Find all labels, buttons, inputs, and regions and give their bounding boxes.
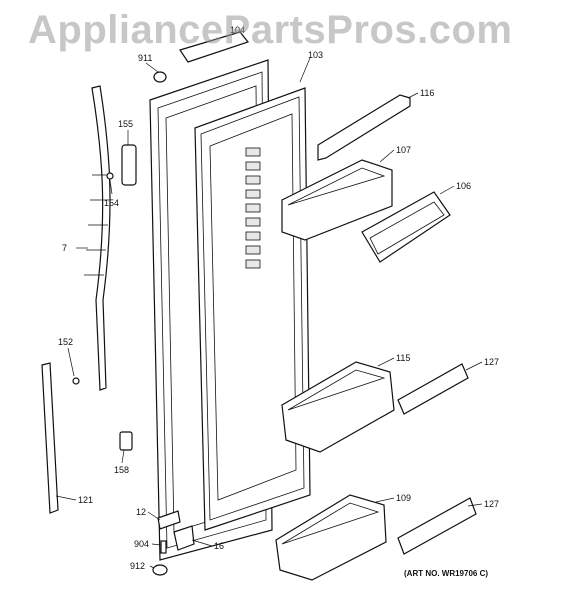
callout-127-lower: 127 bbox=[484, 499, 499, 509]
callout-155: 155 bbox=[118, 119, 133, 129]
callout-16: 16 bbox=[214, 541, 224, 551]
hinge-cover bbox=[173, 525, 195, 551]
callout-7: 7 bbox=[62, 243, 67, 253]
callout-12: 12 bbox=[136, 507, 146, 517]
upper-bin-trim bbox=[317, 94, 411, 161]
door-bin-lower bbox=[275, 494, 387, 581]
callout-109: 109 bbox=[396, 493, 411, 503]
door-gasket bbox=[194, 87, 311, 531]
callout-116: 116 bbox=[420, 88, 434, 98]
hinge-screw bbox=[160, 540, 167, 554]
callout-labels: 7 911 104 103 116 107 106 155 154 152 11… bbox=[58, 25, 499, 578]
top-plug bbox=[153, 71, 167, 83]
callout-106: 106 bbox=[456, 181, 471, 191]
callout-911: 911 bbox=[138, 53, 152, 63]
door-handle bbox=[84, 85, 112, 391]
handle-lower-screw bbox=[72, 377, 80, 385]
callout-103: 103 bbox=[308, 50, 323, 60]
bottom-clip bbox=[119, 431, 133, 451]
bin-front-lower bbox=[397, 497, 477, 555]
callout-107: 107 bbox=[396, 145, 411, 155]
callout-154: 154 bbox=[104, 198, 119, 208]
leader-lines bbox=[55, 57, 483, 569]
handle-trim bbox=[41, 362, 59, 514]
site-watermark: AppliancePartsPros.com bbox=[28, 8, 513, 52]
top-cover bbox=[179, 31, 250, 63]
dairy-door bbox=[361, 191, 451, 263]
handle-mount bbox=[121, 144, 137, 186]
hinge-bushing bbox=[152, 564, 168, 576]
liner-shelf-rails bbox=[245, 147, 261, 269]
callout-104: 104 bbox=[230, 25, 245, 35]
callout-912: 912 bbox=[130, 561, 145, 571]
art-number: (ART NO. WR19706 C) bbox=[404, 569, 488, 578]
callout-152: 152 bbox=[58, 337, 73, 347]
door-bin-middle bbox=[281, 361, 395, 453]
lower-hinge bbox=[157, 510, 181, 530]
bin-front-upper bbox=[397, 363, 469, 415]
dairy-bin bbox=[281, 159, 393, 241]
callout-127-upper: 127 bbox=[484, 357, 499, 367]
callout-158: 158 bbox=[114, 465, 129, 475]
callout-904: 904 bbox=[134, 539, 149, 549]
handle-screw bbox=[106, 172, 114, 180]
callout-121: 121 bbox=[78, 495, 93, 505]
callout-115: 115 bbox=[396, 353, 410, 363]
